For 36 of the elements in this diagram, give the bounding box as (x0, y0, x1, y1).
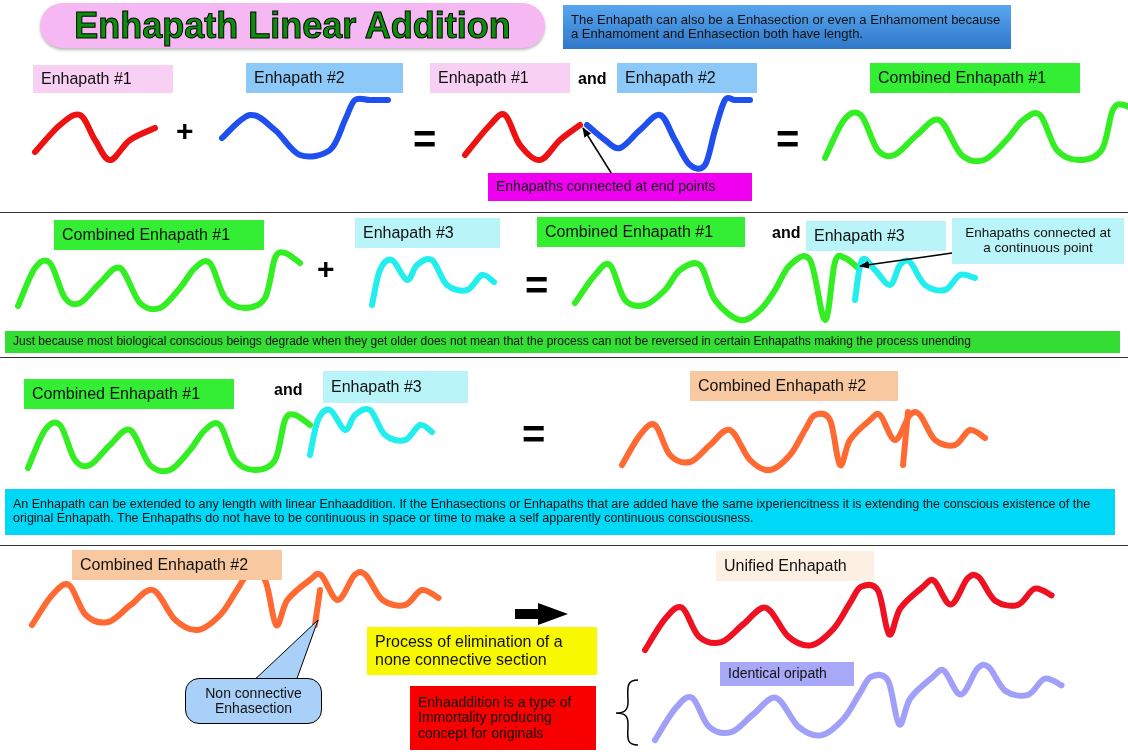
connector-word: and (772, 224, 801, 242)
label-box: Combined Enhapath #2 (690, 371, 898, 401)
label-box: Enhapaths connected at a continuous point (952, 218, 1124, 264)
label-box: Combined Enhapath #1 (54, 220, 264, 250)
label-box: Combined Enhapath #1 (24, 379, 234, 409)
connector-word: and (578, 70, 607, 88)
label-box: Combined Enhapath #2 (72, 550, 282, 580)
callout-bubble: Non connective Enhasection (185, 678, 322, 724)
math-symbol: + (317, 252, 335, 286)
title: Enhapath Linear Addition (40, 3, 545, 48)
math-symbol: = (522, 412, 546, 457)
label-box: Combined Enhapath #1 (537, 217, 745, 247)
label-box: Enhapath #3 (323, 371, 468, 403)
math-symbol: = (525, 263, 549, 308)
label-box: Enhapath #2 (617, 63, 757, 93)
math-symbol: + (176, 114, 194, 148)
label-box: Enhapath #1 (430, 63, 570, 93)
label-box: Combined Enhapath #1 (870, 63, 1080, 93)
leader-arrow (582, 127, 612, 174)
wave-drawing (462, 111, 583, 163)
label-box: Enhaaddition is a type of Immortality producing concept for originals (410, 686, 596, 750)
note-banner: Just because most biological conscious beings degrade when they get older does not mean that the process can not be reversed in certain Enhapaths making the process unending (5, 331, 1120, 353)
label-box: Enhapaths connected at end points (488, 173, 752, 201)
label-box: Enhapath #3 (806, 221, 946, 251)
note-box: The Enhapath can also be a Enhasection or even a Enhamoment because a Enhamoment and Enhasection both have length. (563, 5, 1011, 49)
connector-word: and (274, 381, 303, 399)
note-banner: An Enhapath can be extended to any length with linear Enhaaddition. If the Enhasections or Enhapaths that are added have the same ixperiencitness it is extending the conscious existence of the original Enhapath. The Enhapaths do not have to be continuous in space or time to make a self apparently continuous consciousness. (5, 489, 1115, 535)
label-box: Enhapath #1 (33, 65, 173, 93)
label-box: Identical oripath (720, 662, 854, 686)
leader-arrow (859, 252, 953, 269)
label-box: Enhapath #2 (246, 63, 403, 93)
label-box: Process of elimination of a none connective section (367, 627, 597, 675)
label-box: Unified Enhapath (716, 551, 874, 581)
math-symbol: = (776, 117, 800, 162)
math-symbol: = (413, 117, 437, 162)
label-box: Enhapath #3 (355, 218, 500, 248)
